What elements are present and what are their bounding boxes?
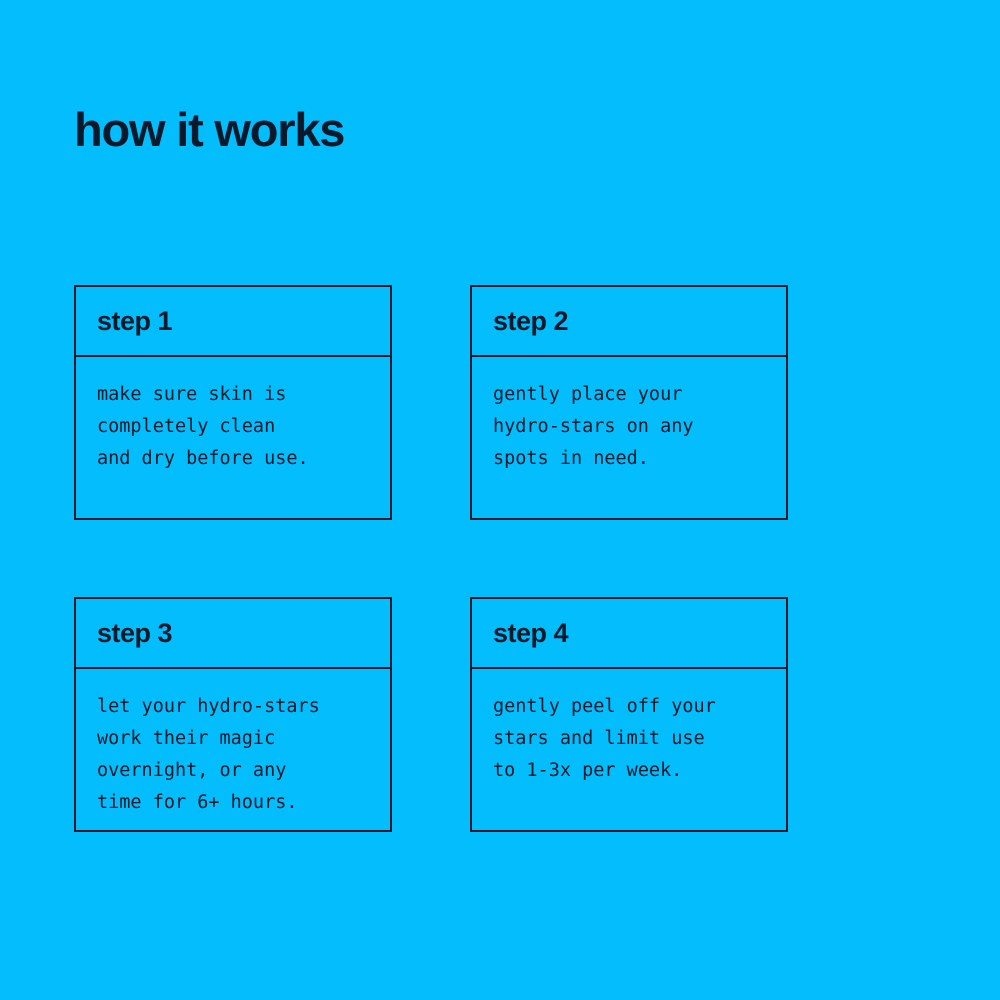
step-card-4-header: step 4 bbox=[472, 599, 786, 669]
step-card-4: step 4 gently peel off your stars and li… bbox=[470, 597, 788, 832]
step-card-3-header: step 3 bbox=[76, 599, 390, 669]
step-card-1-label: step 1 bbox=[97, 306, 173, 336]
step-card-3-label: step 3 bbox=[97, 618, 173, 648]
step-card-1-text: make sure skin is completely clean and d… bbox=[97, 384, 309, 469]
step-card-4-text: gently peel off your stars and limit use… bbox=[493, 696, 716, 781]
step-card-2-header: step 2 bbox=[472, 287, 786, 357]
step-card-3-text: let your hydro-stars work their magic ov… bbox=[97, 696, 320, 813]
steps-grid: step 1 make sure skin is completely clea… bbox=[74, 285, 788, 832]
step-card-3: step 3 let your hydro-stars work their m… bbox=[74, 597, 392, 832]
step-card-4-body: gently peel off your stars and limit use… bbox=[472, 669, 786, 830]
step-card-2: step 2 gently place your hydro-stars on … bbox=[470, 285, 788, 520]
step-card-1-header: step 1 bbox=[76, 287, 390, 357]
step-card-2-body: gently place your hydro-stars on any spo… bbox=[472, 357, 786, 518]
step-card-1: step 1 make sure skin is completely clea… bbox=[74, 285, 392, 520]
step-card-1-body: make sure skin is completely clean and d… bbox=[76, 357, 390, 518]
step-card-2-label: step 2 bbox=[493, 306, 569, 336]
step-card-2-text: gently place your hydro-stars on any spo… bbox=[493, 384, 694, 469]
page-title: how it works bbox=[74, 103, 345, 156]
step-card-3-body: let your hydro-stars work their magic ov… bbox=[76, 669, 390, 830]
step-card-4-label: step 4 bbox=[493, 618, 569, 648]
